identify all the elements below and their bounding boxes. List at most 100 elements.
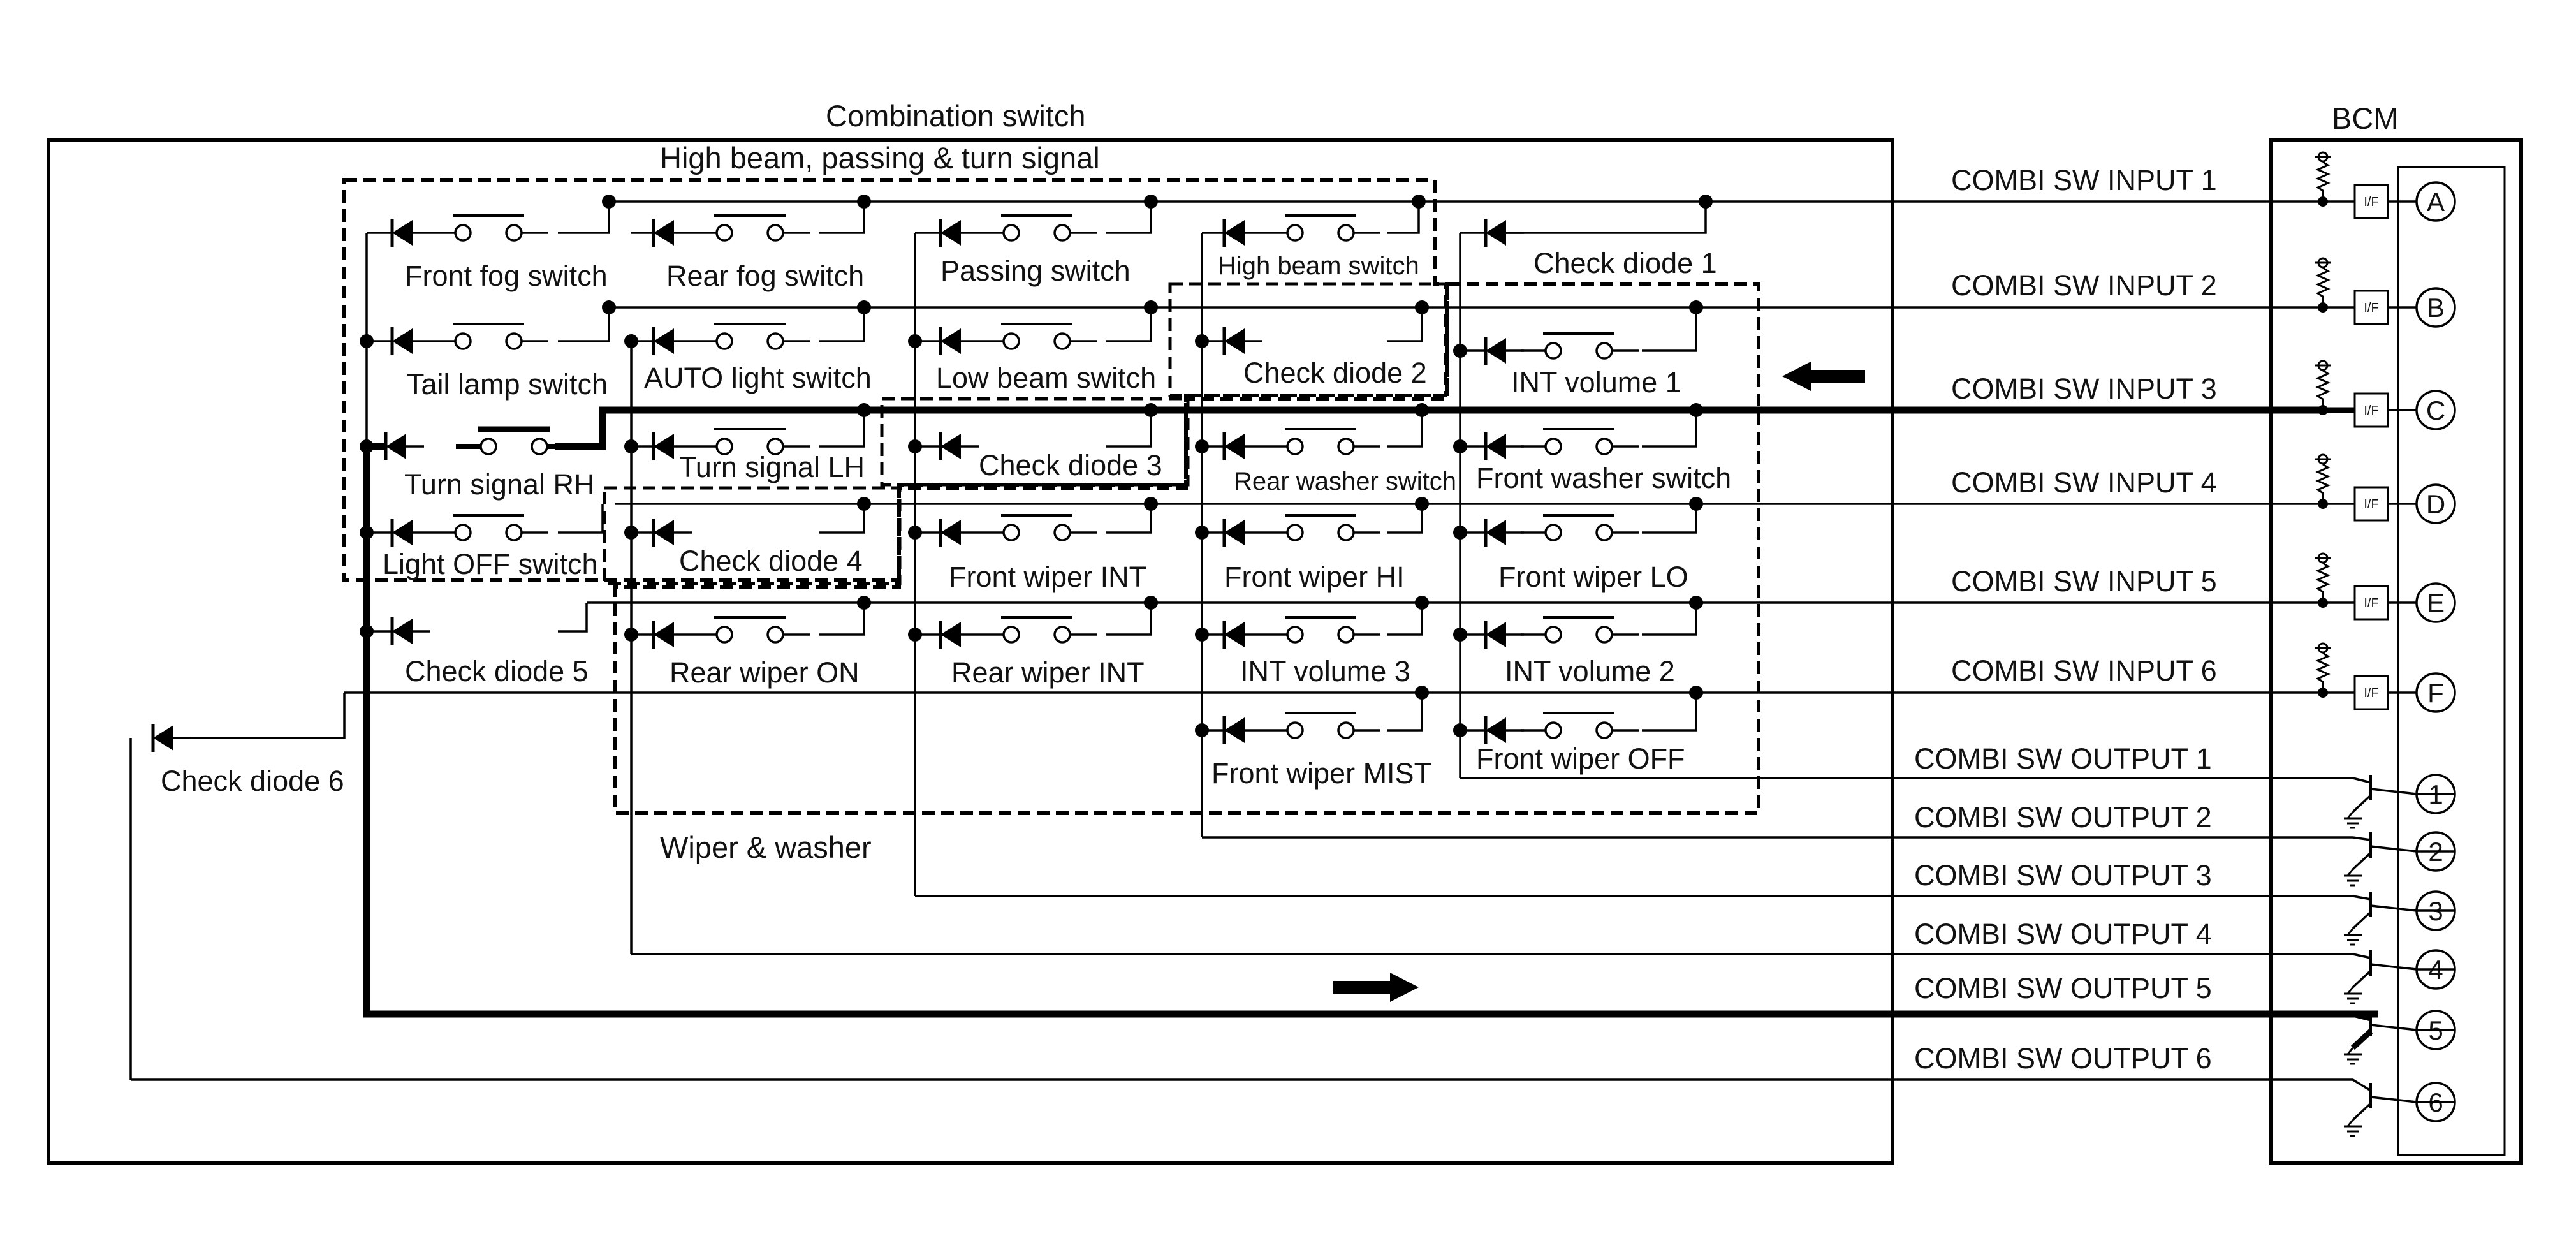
switch-symbol: [1521, 332, 1639, 360]
switch-symbol: [1262, 428, 1380, 455]
junction-dot: [360, 624, 374, 638]
junction-dot: [1699, 195, 1713, 209]
bcm-enclosure: [2269, 138, 2523, 1165]
junction-dot: [360, 334, 374, 348]
junctions: [360, 195, 1713, 737]
input-6-label: COMBI SW INPUT 6: [1951, 654, 2217, 687]
junction-dot: [360, 526, 374, 540]
junction-dot: [1195, 439, 1209, 453]
label-front-fog-switch: Front fog switch: [405, 260, 608, 292]
diode-symbol: [652, 621, 692, 649]
switch-symbol: [692, 214, 810, 242]
junction-dot: [1144, 497, 1158, 511]
input-2-label: COMBI SW INPUT 2: [1951, 269, 2217, 302]
label-check-diode-6: Check diode 6: [161, 765, 344, 797]
high-beam-group-boundary: [342, 178, 1449, 582]
terminal-label: B: [2427, 293, 2445, 323]
junction-dot: [1689, 300, 1703, 314]
junction-dot: [857, 497, 871, 511]
switch-symbol: [979, 214, 1097, 242]
switch-symbol: [692, 616, 810, 644]
interface-label: I/F: [2364, 497, 2378, 511]
input-3-label: COMBI SW INPUT 3: [1951, 372, 2217, 405]
label-front-wiper-mist: Front wiper MIST: [1211, 757, 1431, 790]
junction-dot: [1689, 686, 1703, 700]
bcm-output-labels: COMBI SW OUTPUT 1 COMBI SW OUTPUT 2 COMB…: [1914, 742, 2212, 1075]
label-front-wiper-int: Front wiper INT: [949, 561, 1146, 593]
label-low-beam-switch: Low beam switch: [936, 362, 1156, 394]
label-check-diode-5: Check diode 5: [405, 655, 589, 688]
check-diode-3-box: [880, 397, 1190, 487]
active-path-wire: [363, 406, 2378, 1018]
label-int-volume-2: INT volume 2: [1505, 655, 1675, 688]
junction-dot: [908, 628, 922, 642]
terminal-label: A: [2427, 187, 2445, 217]
input-4-label: COMBI SW INPUT 4: [1951, 466, 2217, 499]
output-2-label: COMBI SW OUTPUT 2: [1914, 801, 2212, 834]
label-tail-lamp-switch: Tail lamp switch: [407, 368, 608, 401]
bcm-output-driver: 2: [2344, 831, 2456, 887]
junction-dot: [908, 526, 922, 540]
bcm-output-driver: 4: [2344, 949, 2456, 1004]
label-rear-wiper-on: Rear wiper ON: [670, 656, 860, 689]
switch-symbol: [456, 426, 574, 455]
label-check-diode-4: Check diode 4: [679, 545, 863, 577]
row1-ties: [367, 202, 1707, 234]
bcm-connector-block: [2397, 166, 2506, 1156]
switch-labels: Front fog switch Rear fog switch Passing…: [161, 247, 1731, 797]
switch-symbol: [1521, 514, 1639, 541]
switch-symbol: [430, 323, 548, 350]
output-1-label: COMBI SW OUTPUT 1: [1914, 742, 2212, 775]
diode-symbol: [1484, 716, 1524, 744]
switch-symbol: [430, 514, 548, 541]
output-6-label: COMBI SW OUTPUT 6: [1914, 1042, 2212, 1075]
junction-dot: [1415, 686, 1429, 700]
junction-dot: [1453, 439, 1467, 453]
label-front-wiper-off: Front wiper OFF: [1476, 742, 1685, 775]
junction-dot: [857, 596, 871, 610]
junction-dot: [1415, 497, 1429, 511]
diode-symbol: [939, 519, 979, 547]
label-turn-signal-lh: Turn signal LH: [679, 451, 865, 483]
junction-dot: [1144, 403, 1158, 417]
junction-dot: [1195, 723, 1209, 737]
junction-dot: [624, 439, 638, 453]
high-beam-group-label: High beam, passing & turn signal: [660, 141, 1100, 175]
label-int-volume-3: INT volume 3: [1240, 655, 1410, 688]
junction-dot: [857, 195, 871, 209]
switch-contacts: [430, 214, 1639, 739]
switch-symbol: [1521, 712, 1639, 739]
junction-dot: [602, 195, 616, 209]
junction-dot: [1689, 596, 1703, 610]
junction-dot: [1453, 526, 1467, 540]
diode-symbol: [939, 219, 979, 247]
diode-symbol: [1222, 621, 1262, 649]
bcm-input-interface: I/F D: [2315, 453, 2456, 524]
junction-dot: [1453, 344, 1467, 358]
output-5-label: COMBI SW OUTPUT 5: [1914, 972, 2212, 1004]
junction-dot: [1144, 596, 1158, 610]
label-check-diode-3: Check diode 3: [979, 449, 1162, 482]
interface-label: I/F: [2364, 596, 2378, 610]
diode-symbol: [1222, 716, 1262, 744]
switch-symbol: [1262, 712, 1380, 739]
label-passing-switch: Passing switch: [940, 254, 1131, 287]
diode-symbol: [1484, 621, 1524, 649]
label-front-wiper-lo: Front wiper LO: [1498, 561, 1688, 593]
label-check-diode-2: Check diode 2: [1243, 357, 1427, 389]
terminal-label: D: [2426, 489, 2445, 519]
switch-symbol: [692, 323, 810, 350]
label-int-volume-1: INT volume 1: [1511, 366, 1681, 399]
input-5-label: COMBI SW INPUT 5: [1951, 565, 2217, 598]
label-auto-light-switch: AUTO light switch: [644, 362, 872, 394]
diode-symbol: [1484, 432, 1524, 460]
diodes: [151, 219, 1524, 752]
row4-ties: [367, 504, 1697, 534]
diode-symbol: [390, 327, 430, 355]
diode-symbol: [1222, 327, 1262, 355]
label-front-washer-switch: Front washer switch: [1476, 462, 1731, 494]
junction-dot: [908, 334, 922, 348]
